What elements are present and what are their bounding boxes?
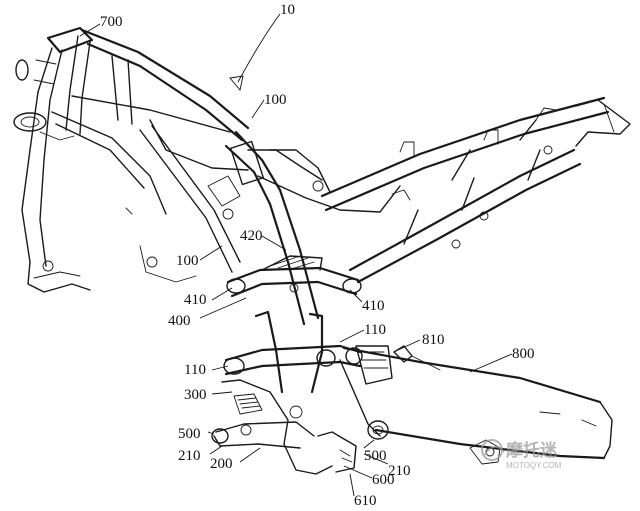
label-100-upper: 100 <box>264 92 287 108</box>
main-frame-tubes <box>71 28 381 326</box>
cross-member-400 <box>226 255 362 298</box>
label-110-right: 110 <box>364 322 386 338</box>
label-700: 700 <box>100 14 123 30</box>
label-500-right: 500 <box>364 448 387 464</box>
label-200: 200 <box>210 456 233 472</box>
label-410-right: 410 <box>362 298 385 314</box>
label-500-left: 500 <box>178 426 201 442</box>
rear-subframe <box>320 96 631 284</box>
label-10: 10 <box>280 2 295 18</box>
watermark-site-text: MOTOQY.COM <box>506 461 562 470</box>
label-800: 800 <box>512 346 535 362</box>
leader-lines <box>79 13 513 497</box>
reference-labels: 10 700 100 100 420 410 410 400 110 810 8… <box>100 2 535 509</box>
label-420: 420 <box>240 228 263 244</box>
pivot-lower-frame <box>211 310 362 475</box>
watermark-logo-text: 摩托迷 <box>506 440 558 460</box>
swingarm-800 <box>339 345 613 465</box>
label-400: 400 <box>168 313 191 329</box>
label-410-left: 410 <box>184 292 207 308</box>
label-610: 610 <box>354 493 377 509</box>
label-210-left: 210 <box>178 448 201 464</box>
watermark-swoosh-icon <box>483 446 505 457</box>
label-300: 300 <box>184 387 207 403</box>
label-110-left: 110 <box>184 362 206 378</box>
label-600: 600 <box>372 472 395 488</box>
label-810: 810 <box>422 332 445 348</box>
site-watermark: 摩托迷 MOTOQY.COM <box>481 439 562 470</box>
front-frame-section <box>13 26 197 293</box>
label-100-lower: 100 <box>176 253 199 269</box>
label-210-right: 210 <box>388 463 411 479</box>
